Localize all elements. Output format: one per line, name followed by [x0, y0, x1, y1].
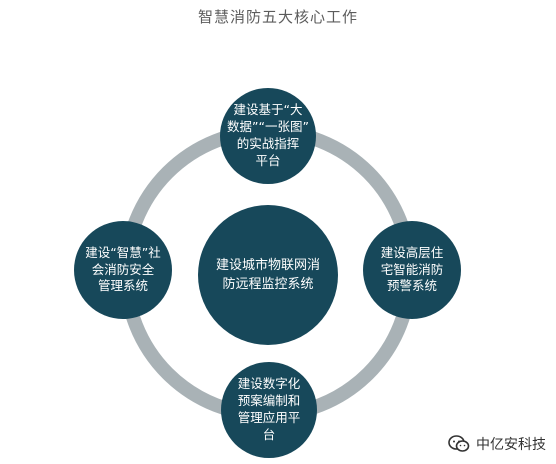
watermark: 中亿安科技	[448, 434, 546, 454]
wechat-icon	[448, 435, 470, 453]
watermark-text: 中亿安科技	[476, 437, 546, 453]
node-center: 建设城市物联网消 防远程监控系统	[198, 205, 338, 345]
node-left: 建设“智慧”社 会消防安全 管理系统	[74, 221, 172, 319]
node-bottom: 建设数字化 预案编制和 管理应用平 台	[221, 362, 317, 458]
node-bottom-label: 建设数字化 预案编制和 管理应用平 台	[237, 376, 301, 442]
node-center-label: 建设城市物联网消 防远程监控系统	[215, 257, 320, 293]
node-left-label: 建设“智慧”社 会消防安全 管理系统	[85, 244, 161, 294]
node-right: 建设高层住 宅智能消防 预警系统	[363, 221, 461, 319]
node-right-label: 建设高层住 宅智能消防 预警系统	[380, 244, 444, 294]
node-top: 建设基于“大 数据”“一张图” 的实战指挥 平台	[220, 88, 316, 184]
node-top-label: 建设基于“大 数据”“一张图” 的实战指挥 平台	[227, 102, 309, 168]
diagram-title: 智慧消防五大核心工作	[197, 8, 358, 26]
